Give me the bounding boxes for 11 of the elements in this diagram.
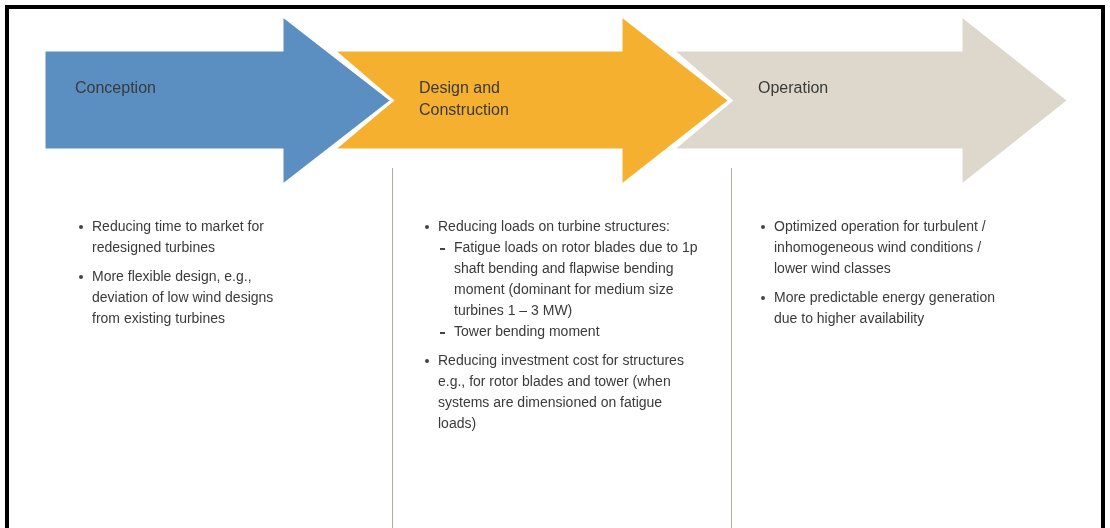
stage-title: Conception <box>75 78 157 98</box>
list-item-text: Optimized operation for turbulent / inhomogeneous wind conditions / lower wind classes <box>774 217 987 278</box>
list-item-text: More predictable energy generation due to higher availability <box>774 288 997 328</box>
list-item-text: Reducing investment cost for structures e.g., for rotor blades and tower (when systems are dimensioned on fatigue loads) <box>438 351 685 433</box>
list-item-text: More flexible design, e.g., deviation of low wind designs from existing turbines <box>92 267 275 328</box>
list-item-text: Fatigue loads on rotor blades due to 1p shaft bending and flapwise bending moment (dominant for medium size turbines 1 – 3 MW) <box>454 238 699 320</box>
stage-title: Design and Construction <box>419 78 510 120</box>
stage-title: Operation <box>758 78 830 98</box>
list-item-text: Reducing time to market for redesigned turbines <box>92 217 265 257</box>
list-item-text: Tower bending moment <box>454 322 600 341</box>
list-item-text: Reducing loads on turbine structures: <box>438 217 670 236</box>
